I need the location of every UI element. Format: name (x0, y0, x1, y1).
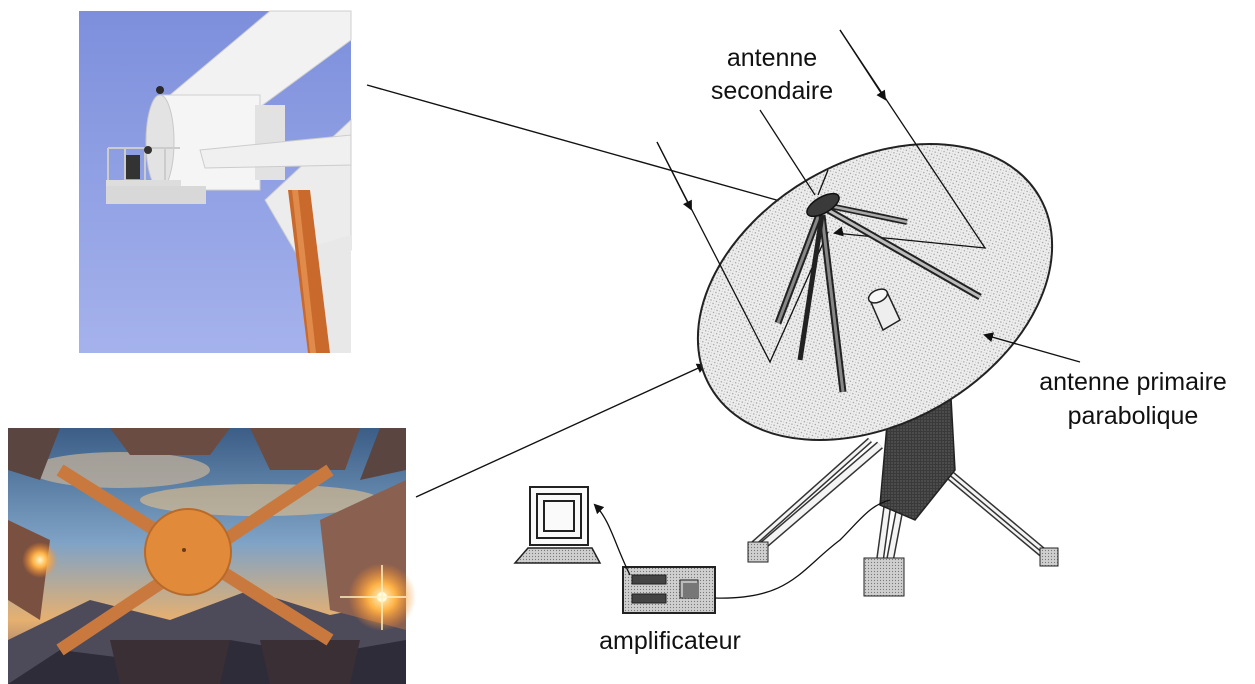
feed-horn (867, 288, 901, 332)
photo-primary-dish (8, 428, 416, 684)
support-struts (774, 203, 982, 393)
primary-pointer-line (983, 332, 1081, 363)
amplifier-box (622, 566, 716, 614)
foot-center (863, 557, 905, 597)
label-amplifier: amplificateur (599, 627, 741, 655)
ray-paths (656, 29, 987, 364)
telescope-drawing (513, 29, 1081, 614)
photo-secondary-antenna (79, 10, 352, 353)
computer-icon (513, 486, 602, 564)
foot-right (1039, 547, 1059, 567)
cables (593, 499, 891, 599)
label-primary-antenna-line2: parabolique (1068, 402, 1199, 430)
label-secondary-antenna-line2: secondaire (711, 77, 833, 105)
label-primary-antenna-line1: antenne primaire (1039, 368, 1227, 396)
label-secondary-antenna-line1: antenne (727, 44, 817, 72)
pointer-lines (366, 84, 807, 498)
foot-left (747, 541, 769, 563)
secondary-reflector (759, 109, 840, 218)
